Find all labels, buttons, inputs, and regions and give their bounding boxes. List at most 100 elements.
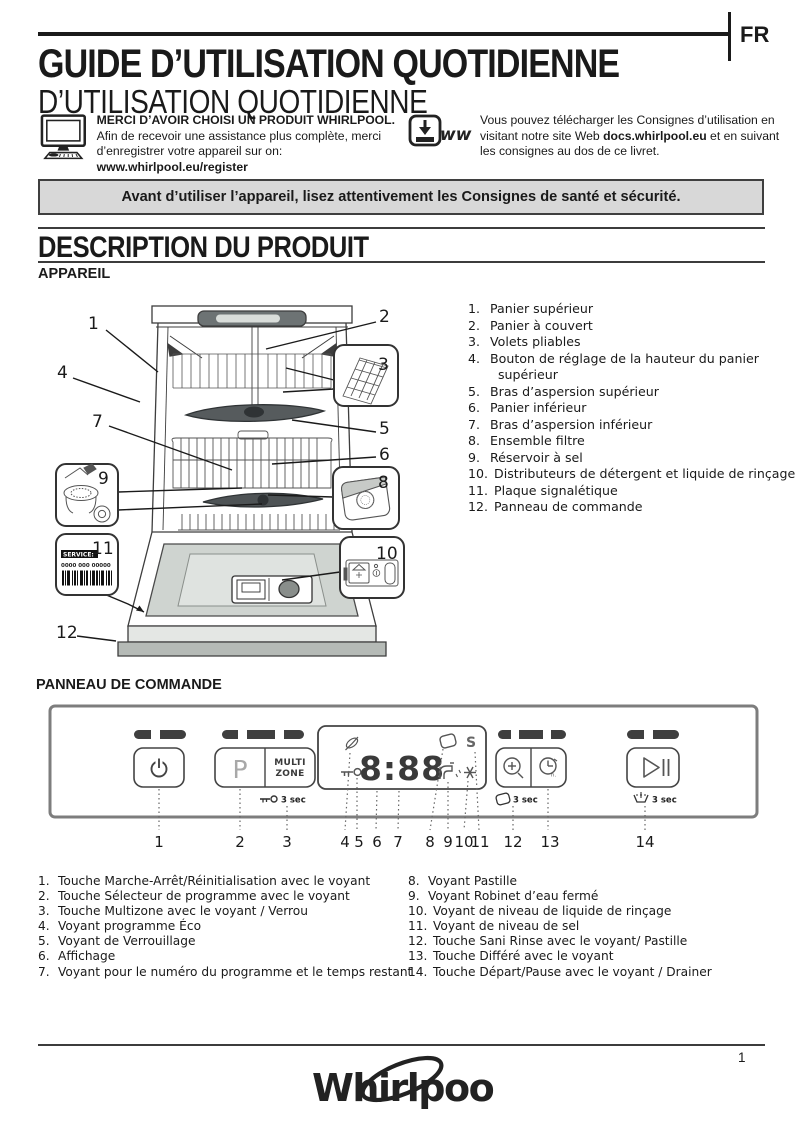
- register-block: MERCI D’AVOIR CHOISI UN PRODUIT WHIRLPOO…: [40, 113, 400, 175]
- list-item: 4.Voyant programme Éco: [38, 919, 202, 934]
- delay-clock-icon: [539, 757, 558, 775]
- list-item: 9.Réservoir à sel: [468, 449, 583, 465]
- filter-drawing: [341, 476, 391, 521]
- list-item: 14.Touche Départ/Pause avec le voyant / …: [408, 964, 712, 979]
- program-button-label: P: [232, 755, 247, 784]
- language-badge: FR: [740, 22, 770, 47]
- panel-callout-9: 9: [443, 833, 453, 851]
- seven-segment-display: 8:88: [359, 749, 445, 788]
- list-item: 9.Voyant Robinet d’eau fermé: [408, 889, 599, 904]
- header-rule: [38, 32, 728, 36]
- callout-7: 7: [92, 412, 103, 432]
- lock-hold-label: 3 sec: [260, 795, 306, 806]
- list-item: 1.Touche Marche-Arrêt/Réinitialisation a…: [38, 874, 371, 888]
- control-panel-subtitle: PANNEAU DE COMMANDE: [36, 677, 222, 693]
- register-body: Afin de recevoir une assistance plus com…: [96, 128, 382, 159]
- control-panel-diagram: P MULTI ZONE 3 sec: [48, 704, 759, 851]
- multizone-label-2: ZONE: [275, 769, 304, 779]
- panel-callout-5: 5: [354, 833, 364, 851]
- callout-8: 8: [378, 473, 389, 493]
- appliance-diagram: SERVICE: 0000 000 00000 1 2 3 4 5 6 7 8 …: [55, 305, 405, 657]
- panel-callout-3: 3: [282, 833, 292, 851]
- page-number: 1: [738, 1050, 746, 1065]
- panel-callout-8: 8: [425, 833, 435, 851]
- callout-11: 11: [92, 539, 114, 559]
- register-heading: MERCI D’AVOIR CHOISI UN PRODUIT WHIRLPOO…: [96, 113, 395, 127]
- salt-reservoir-drawing: [63, 463, 111, 523]
- svg-text:0000 000 00000: 0000 000 00000: [61, 563, 111, 569]
- list-item: 13.Touche Différé avec le voyant: [408, 949, 614, 964]
- whirlpool-logo: Whirlpool: [312, 1055, 495, 1110]
- delay-unit-label: h.: [551, 773, 556, 779]
- download-www-icon: www: [408, 114, 487, 147]
- tablet-hold-label: 3 sec: [495, 792, 538, 806]
- svg-text:3 sec: 3 sec: [513, 796, 538, 806]
- footer-rule: [38, 1044, 765, 1046]
- multizone-label-1: MULTI: [274, 758, 306, 768]
- panel-callout-12: 12: [503, 833, 522, 851]
- language-divider: [728, 12, 731, 61]
- lock-key-icon: [341, 767, 362, 777]
- dispenser-drawing: [343, 559, 399, 587]
- list-item: 4.Bouton de réglage de la hauteur du pan…: [468, 350, 759, 366]
- docs-site: docs.whirlpool.eu: [603, 128, 707, 143]
- panel-legend-left: 1.Touche Marche-Arrêt/Réinitialisation a…: [38, 874, 412, 980]
- panel-callout-2: 2: [235, 833, 245, 851]
- power-button: [133, 747, 185, 788]
- display: 8:88 S: [317, 725, 487, 790]
- page-subtitle: D’UTILISATION QUOTIDIENNE: [38, 83, 428, 120]
- list-item: supérieur: [498, 367, 558, 382]
- computer-monitor-icon: [40, 114, 86, 160]
- callout-9: 9: [98, 469, 109, 489]
- sani-rinse-icon: [503, 757, 524, 779]
- panel-legend-right: 8.Voyant Pastille 9.Voyant Robinet d’eau…: [408, 874, 800, 980]
- list-item: 3.Touche Multizone avec le voyant / Verr…: [38, 904, 308, 919]
- callout-6: 6: [379, 445, 390, 465]
- panel-callout-11: 11: [470, 833, 489, 851]
- section-rule-top: [38, 227, 765, 229]
- start-pause-button: [626, 747, 680, 788]
- list-item: 2.Touche Sélecteur de programme avec le …: [38, 889, 350, 904]
- list-item: 8.Ensemble filtre: [468, 433, 585, 448]
- service-label-drawing: SERVICE: 0000 000 00000: [61, 550, 112, 586]
- svg-text:Whirlpool: Whirlpool: [312, 1066, 495, 1110]
- callout-3: 3: [378, 355, 389, 375]
- list-item: 2.Panier à couvert: [468, 317, 593, 333]
- list-item: 5.Voyant de Verrouillage: [38, 934, 196, 949]
- register-url: www.whirlpool.eu/register: [96, 159, 248, 174]
- list-item: 10.Voyant de niveau de liquide de rinçag…: [408, 904, 672, 919]
- panel-callout-4: 4: [340, 833, 350, 851]
- indicator-bars: [134, 730, 679, 739]
- eco-leaf-icon: [345, 736, 359, 751]
- drain-hold-label: 3 sec: [633, 792, 677, 806]
- list-item: 6.Affichage: [38, 949, 116, 964]
- panel-callout-10: 10: [454, 833, 473, 851]
- svg-text:SERVICE:: SERVICE:: [63, 552, 94, 559]
- list-item: 6.Panier inférieur: [468, 400, 587, 415]
- callout-5: 5: [379, 419, 390, 439]
- svg-text:3 sec: 3 sec: [281, 796, 306, 806]
- list-item: 12.Panneau de commande: [468, 499, 643, 514]
- download-text: Vous pouvez télécharger les Consignes d’…: [480, 113, 780, 159]
- tablet-indicator-icon: [439, 733, 457, 749]
- svg-text:3 sec: 3 sec: [652, 796, 677, 806]
- panel-callout-14: 14: [635, 833, 654, 851]
- program-multizone-buttons: P MULTI ZONE: [214, 747, 316, 788]
- rinse-aid-star-icon: [464, 766, 476, 779]
- safety-banner: Avant d’utiliser l’appareil, lisez atten…: [38, 179, 764, 215]
- panel-callout-6: 6: [372, 833, 382, 851]
- download-icon-wrap: www: [408, 113, 487, 153]
- panel-callout-1: 1: [154, 833, 164, 851]
- list-item: 3.Volets pliables: [468, 334, 581, 349]
- page-title: GUIDE D’UTILISATION QUOTIDIENNE: [38, 42, 620, 86]
- panel-callout-13: 13: [540, 833, 559, 851]
- list-item: 11.Voyant de niveau de sel: [408, 919, 580, 934]
- appliance-legend: 1.Panier supérieur 2.Panier à couvert 3.…: [468, 301, 802, 516]
- panel-leader-lines: [158, 748, 646, 831]
- appliance-subtitle: APPAREIL: [38, 266, 111, 282]
- download-block: www Vous pouvez télécharger les Consigne…: [408, 113, 780, 160]
- section-rule-bottom: [38, 261, 765, 263]
- callout-12: 12: [56, 623, 78, 643]
- panel-callout-7: 7: [393, 833, 403, 851]
